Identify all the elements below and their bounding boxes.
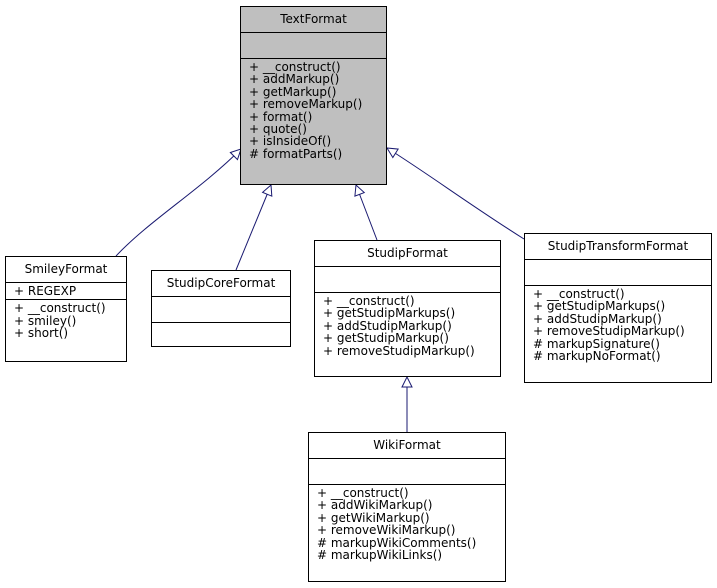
class-title: WikiFormat xyxy=(373,438,441,452)
class-title: StudipCoreFormat xyxy=(166,276,276,290)
class-title: StudipFormat xyxy=(367,246,448,260)
member-row: + getStudipMarkups() xyxy=(323,306,456,321)
member-row: + getWikiMarkup() xyxy=(317,510,430,525)
member-row: + isInsideOf() xyxy=(249,134,332,149)
member-row: + REGEXP xyxy=(14,284,77,298)
attributes-section xyxy=(241,32,386,58)
class-studipformat[interactable]: StudipFormat + __construct()+ getStudipM… xyxy=(314,240,501,377)
class-studipcoreformat[interactable]: StudipCoreFormat xyxy=(151,270,291,347)
attributes-section xyxy=(152,296,290,322)
member-row: + removeStudipMarkup() xyxy=(533,324,685,339)
member-row: # markupWikiLinks() xyxy=(317,548,443,563)
member-row: + getStudipMarkups() xyxy=(533,299,666,314)
methods-section: + __construct()+ smiley()+ short() xyxy=(6,299,126,341)
class-textformat[interactable]: TextFormat + __construct()+ addMarkup()+… xyxy=(240,6,387,185)
class-title: TextFormat xyxy=(280,12,347,26)
member-row: + __construct() xyxy=(317,486,409,500)
member-row: + removeStudipMarkup() xyxy=(323,343,475,358)
member-row: + removeMarkup() xyxy=(249,97,363,112)
class-smileyformat[interactable]: SmileyFormat + REGEXP + __construct()+ s… xyxy=(5,256,127,362)
member-row: + addStudipMarkup() xyxy=(533,311,662,326)
attributes-section xyxy=(315,266,500,292)
member-row: + short() xyxy=(14,326,69,341)
member-row: + __construct() xyxy=(14,301,106,316)
member-row: + addStudipMarkup() xyxy=(323,318,452,333)
member-row: + format() xyxy=(249,109,313,124)
class-studiptransformformat[interactable]: StudipTransformFormat + __construct()+ g… xyxy=(524,233,712,383)
member-row: + __construct() xyxy=(533,287,625,301)
methods-section: + __construct()+ getStudipMarkups()+ add… xyxy=(315,292,500,359)
edge-studipcore-to-textformat xyxy=(235,185,271,271)
member-row: + getStudipMarkup() xyxy=(323,331,449,346)
attributes-section xyxy=(309,458,505,484)
class-title: StudipTransformFormat xyxy=(547,239,689,253)
member-row: + addWikiMarkup() xyxy=(317,498,433,513)
member-row: + smiley() xyxy=(14,313,77,328)
edge-studip-to-textformat xyxy=(356,185,378,241)
methods-section: + __construct()+ getStudipMarkups()+ add… xyxy=(525,285,711,364)
member-row: # markupSignature() xyxy=(533,336,660,351)
member-row: + __construct() xyxy=(249,60,341,74)
methods-section xyxy=(152,322,290,348)
member-row: + addMarkup() xyxy=(249,72,340,87)
attributes-section: + REGEXP xyxy=(6,282,126,299)
member-row: + removeWikiMarkup() xyxy=(317,523,456,538)
class-wikiformat[interactable]: WikiFormat + __construct()+ addWikiMarku… xyxy=(308,432,506,582)
edge-transform-to-textformat xyxy=(387,148,525,240)
member-row: # markupWikiComments() xyxy=(317,535,477,550)
class-title: SmileyFormat xyxy=(24,262,108,276)
methods-section: + __construct()+ addWikiMarkup()+ getWik… xyxy=(309,484,505,563)
member-row: + quote() xyxy=(249,122,307,137)
attributes-section xyxy=(525,259,711,285)
member-row: # formatParts() xyxy=(249,146,343,161)
member-row: + __construct() xyxy=(323,294,415,308)
methods-section: + __construct()+ addMarkup()+ getMarkup(… xyxy=(241,58,386,162)
member-row: + getMarkup() xyxy=(249,84,337,99)
edge-smiley-to-textformat xyxy=(115,149,241,257)
member-row: # markupNoFormat() xyxy=(533,349,661,364)
